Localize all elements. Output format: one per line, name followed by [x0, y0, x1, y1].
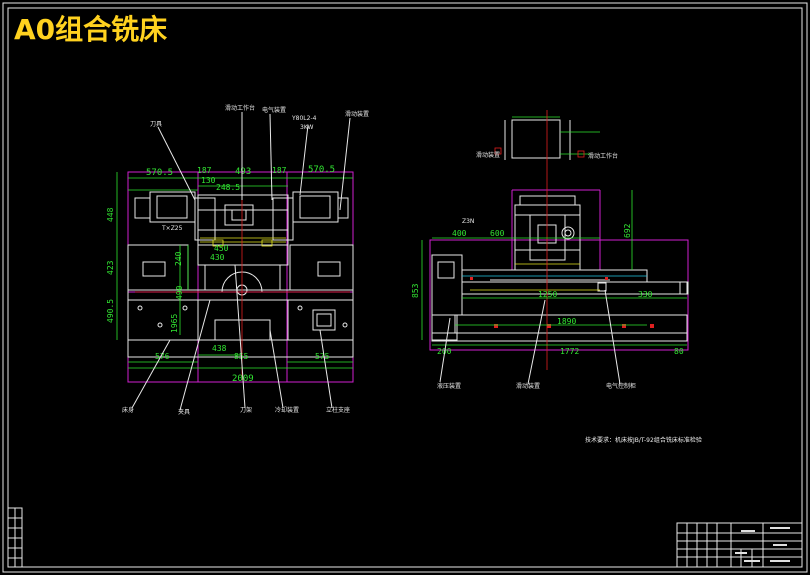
label-bed: 床身 — [122, 406, 134, 414]
dim-front-438: 438 — [212, 344, 227, 353]
label-electric-cabinet: 电气控制柜 — [606, 382, 636, 390]
top-detail — [511, 119, 561, 159]
dim-side-600: 600 — [490, 229, 505, 238]
label-motor-model: Y80L2-4 — [291, 115, 317, 122]
dim-front-570-left: 570.5 — [146, 168, 173, 178]
dim-side-1772: 1772 — [560, 347, 579, 356]
dim-front-490b: 490 — [175, 285, 184, 300]
dim-front-430: 430 — [210, 253, 225, 262]
dim-front-187-left: 187 — [197, 166, 212, 175]
label-top-slide: 滑动装置 — [476, 151, 500, 159]
side-hydraulic-unit — [431, 254, 463, 316]
dim-front-575: 575 — [315, 352, 330, 361]
label-top-table: 滑动工作台 — [588, 152, 618, 160]
side-overall-outline — [429, 239, 689, 351]
left-margin-table — [7, 507, 23, 568]
label-txz25: T×Z25 — [161, 225, 183, 232]
dim-side-80: 80 — [674, 347, 684, 356]
dim-side-853: 853 — [411, 283, 420, 298]
dim-side-1890: 1890 — [557, 317, 576, 326]
label-slide-unit: 滑动装置 — [345, 110, 369, 118]
front-bed — [127, 289, 354, 341]
label-electric: 电气装置 — [262, 106, 286, 114]
dim-front-187-right: 187 — [272, 166, 287, 175]
dim-front-576: 576 — [155, 352, 170, 361]
dim-front-130: 130 — [201, 176, 216, 185]
dim-front-248: 248.5 — [216, 183, 240, 192]
label-fixture: 夹具 — [178, 408, 190, 416]
tech-note: 技术要求：机床按JB/T-92组合铣床标准检验 — [585, 436, 702, 444]
label-column-base: 立柱支座 — [326, 406, 350, 414]
dim-front-423: 423 — [106, 260, 115, 275]
dim-side-400: 400 — [452, 229, 467, 238]
dim-front-448: 448 — [106, 207, 115, 222]
dim-front-450: 450 — [214, 244, 229, 253]
dim-side-692: 692 — [623, 223, 632, 238]
label-coolant: 冷却装置 — [275, 406, 299, 414]
dim-front-490: 490.5 — [106, 299, 115, 323]
dim-side-330: 330 — [638, 290, 653, 299]
dim-side-1250: 1250 — [538, 290, 557, 299]
side-view: 400 600 1250 330 1890 853 200 1772 80 69… — [411, 110, 689, 390]
drawing-title: A0组合铣床 — [14, 13, 168, 46]
label-tool: 刀具 — [150, 121, 162, 128]
dim-front-1965: 1965 — [170, 314, 179, 333]
front-view: 570.5 187 130 493 187 570.5 248.5 448 42… — [106, 104, 369, 416]
dim-front-570-right: 570.5 — [308, 165, 335, 175]
label-slide-unit-side: 滑动装置 — [516, 382, 540, 390]
label-z3n: Z3N — [462, 218, 474, 225]
fixture — [204, 264, 281, 291]
dim-front-240: 240 — [174, 251, 183, 266]
label-slide-table: 滑动工作台 — [225, 104, 255, 112]
inner-frame — [7, 7, 803, 568]
title-block — [676, 522, 803, 568]
dim-front-493: 493 — [235, 167, 251, 177]
label-motor-power: 3KW — [300, 124, 314, 131]
label-hydraulic: 液压装置 — [437, 382, 461, 390]
label-tool-rest: 刀架 — [240, 406, 252, 414]
